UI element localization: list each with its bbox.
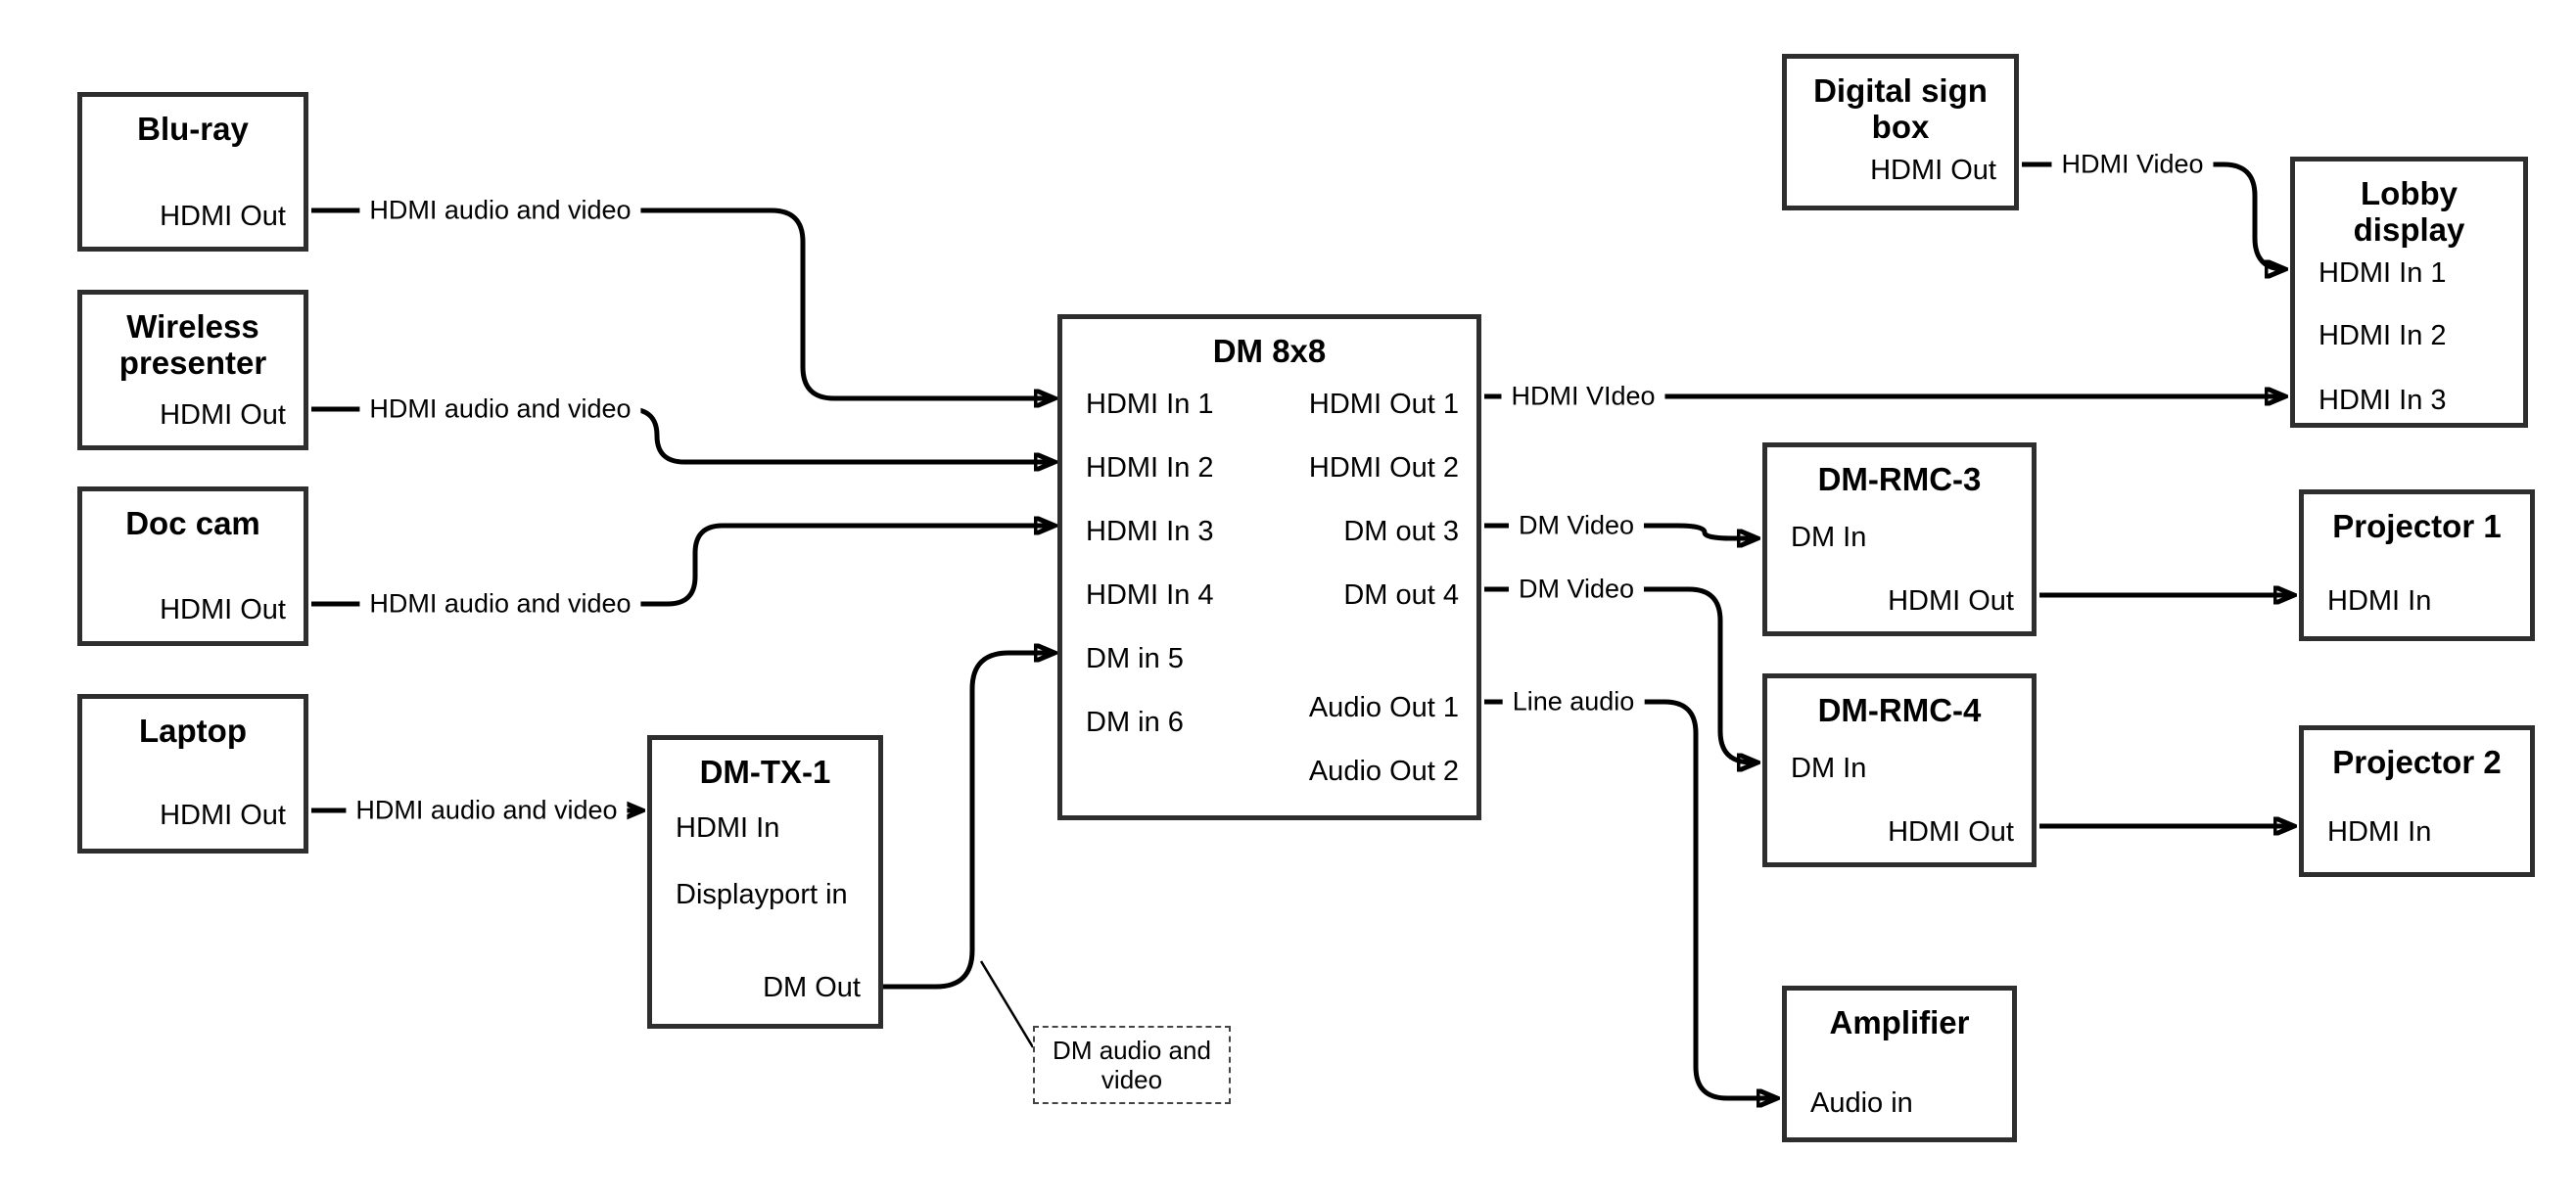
port-hdmi-out: HDMI Out <box>1888 816 2014 848</box>
node-dm-8x8: DM 8x8 HDMI In 1 HDMI In 2 HDMI In 3 HDM… <box>1057 314 1481 820</box>
node-title: DM-RMC-3 <box>1817 461 1982 497</box>
edge-label-hdmi-video-sign: HDMI Video <box>2051 149 2214 180</box>
port-hdmi-out: HDMI Out <box>160 201 286 232</box>
port-hdmi-out: HDMI Out <box>160 399 286 431</box>
node-doc-cam: Doc cam HDMI Out <box>77 486 308 646</box>
note-leader-line <box>979 960 1035 1048</box>
node-wireless-presenter: Wireless presenter HDMI Out <box>77 290 308 450</box>
port-hdmi-in-1: HDMI In 1 <box>1086 389 1214 420</box>
node-title: Lobby display <box>2353 175 2465 248</box>
edge-label-line-audio: Line audio <box>1502 686 1645 717</box>
port-dm-in: DM In <box>1791 522 1867 553</box>
node-title: Projector 2 <box>2332 744 2502 780</box>
port-hdmi-out: HDMI Out <box>160 800 286 831</box>
port-hdmi-in-1: HDMI In 1 <box>2318 257 2447 289</box>
edge-doccam-to-dm8x8-in3 <box>311 526 1054 607</box>
port-audio-out-2: Audio Out 2 <box>1308 756 1459 787</box>
node-title: Wireless presenter <box>118 308 267 381</box>
edge-label-hdmi-av-3: HDMI audio and video <box>359 588 641 620</box>
edge-label-hdmi-av-2: HDMI audio and video <box>359 393 641 425</box>
port-hdmi-out-1: HDMI Out 1 <box>1308 389 1459 420</box>
node-dm-rmc-4: DM-RMC-4 DM In HDMI Out <box>1762 673 2037 867</box>
node-title: Laptop <box>139 713 247 749</box>
note-dm-audio-video: DM audio and video <box>1033 1026 1231 1104</box>
node-lobby-display: Lobby display HDMI In 1 HDMI In 2 HDMI I… <box>2290 157 2528 428</box>
edge-dmtx1-to-dm8x8-in5 <box>883 653 1054 990</box>
node-projector-1: Projector 1 HDMI In <box>2299 489 2535 641</box>
edge-dm8x8-out4-to-rmc4 <box>1484 586 1756 762</box>
edge-label-dm-video-4: DM Video <box>1508 574 1645 605</box>
port-audio-in: Audio in <box>1810 1087 1913 1119</box>
node-title: Amplifier <box>1829 1004 1970 1040</box>
port-audio-out-1: Audio Out 1 <box>1308 692 1459 723</box>
port-hdmi-in: HDMI In <box>676 812 780 844</box>
port-hdmi-in-3: HDMI In 3 <box>2318 385 2447 416</box>
edge-label-hdmi-video-out1: HDMI VIdeo <box>1501 381 1665 412</box>
port-dm-out-4: DM out 4 <box>1343 579 1459 611</box>
port-hdmi-in-2: HDMI In 2 <box>1086 452 1214 484</box>
node-digital-sign-box: Digital sign box HDMI Out <box>1782 54 2019 210</box>
node-title: DM-TX-1 <box>699 754 831 790</box>
node-dm-tx-1: DM-TX-1 HDMI In Displayport in DM Out <box>647 735 883 1029</box>
port-hdmi-out: HDMI Out <box>1870 155 1996 186</box>
edge-label-dm-video-3: DM Video <box>1508 510 1645 541</box>
node-laptop: Laptop HDMI Out <box>77 694 308 854</box>
edge-bluray-to-dm8x8-in1 <box>311 208 1054 398</box>
node-amplifier: Amplifier Audio in <box>1782 986 2017 1142</box>
edge-label-hdmi-av-1: HDMI audio and video <box>359 195 641 226</box>
port-dm-out-3: DM out 3 <box>1343 516 1459 547</box>
node-projector-2: Projector 2 HDMI In <box>2299 725 2535 877</box>
port-displayport-in: Displayport in <box>676 879 848 910</box>
node-title: Doc cam <box>125 505 260 541</box>
edge-dm8x8-out3-to-rmc3 <box>1484 523 1756 538</box>
node-title: Digital sign box <box>1813 72 1988 145</box>
port-dm-in-6: DM in 6 <box>1086 707 1184 738</box>
port-hdmi-in: HDMI In <box>2327 585 2432 617</box>
node-bluray: Blu-ray HDMI Out <box>77 92 308 252</box>
node-title: Projector 1 <box>2332 508 2502 544</box>
node-title: DM-RMC-4 <box>1817 692 1982 728</box>
port-dm-in-5: DM in 5 <box>1086 643 1184 674</box>
node-title: DM 8x8 <box>1212 333 1327 369</box>
port-hdmi-in: HDMI In <box>2327 816 2432 848</box>
port-dm-in: DM In <box>1791 753 1867 784</box>
edge-label-hdmi-av-4: HDMI audio and video <box>346 795 628 826</box>
port-hdmi-out-2: HDMI Out 2 <box>1308 452 1459 484</box>
port-hdmi-in-4: HDMI In 4 <box>1086 579 1214 611</box>
node-dm-rmc-3: DM-RMC-3 DM In HDMI Out <box>1762 442 2037 636</box>
port-hdmi-in-2: HDMI In 2 <box>2318 320 2447 351</box>
note-text: DM audio and video <box>1053 1036 1211 1094</box>
port-hdmi-in-3: HDMI In 3 <box>1086 516 1214 547</box>
edge-sign-to-lobby-in1 <box>2022 162 2284 269</box>
port-hdmi-out: HDMI Out <box>160 594 286 625</box>
port-dm-out: DM Out <box>763 972 861 1003</box>
edge-dm8x8-audio1-to-amp <box>1484 699 1776 1098</box>
node-title: Blu-ray <box>137 111 249 147</box>
port-hdmi-out: HDMI Out <box>1888 585 2014 617</box>
